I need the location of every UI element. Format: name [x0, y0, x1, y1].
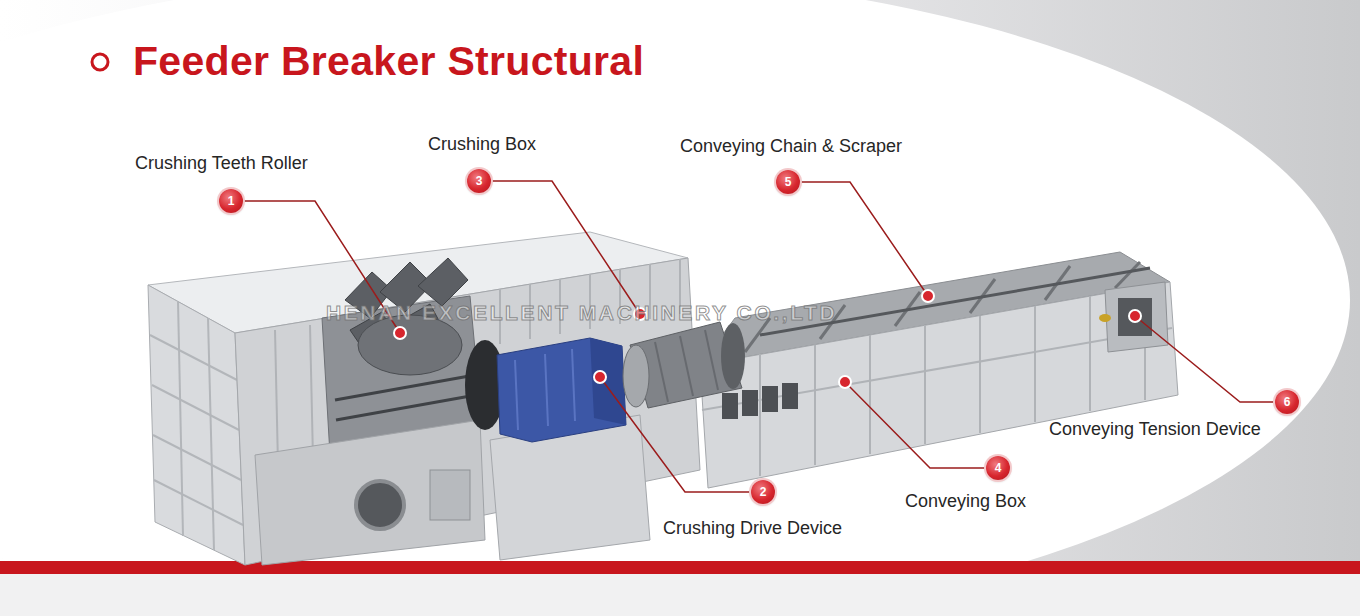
callout-badge: 2 — [751, 480, 775, 504]
callout-number: 5 — [785, 176, 792, 188]
callout-number: 3 — [476, 175, 483, 187]
callout-number: 1 — [228, 195, 235, 207]
callout-badge: 3 — [467, 169, 491, 193]
callout-badge: 4 — [986, 456, 1010, 480]
callout-badge: 5 — [776, 170, 800, 194]
title-bullet — [92, 54, 108, 70]
bottom-band — [0, 561, 1360, 574]
part-name: Conveying Box — [905, 491, 1026, 512]
part-name: Conveying Tension Device — [1049, 419, 1261, 440]
bottom-strip — [0, 574, 1360, 616]
callout-number: 6 — [1284, 396, 1291, 408]
feeder-breaker-illustration — [148, 232, 1178, 565]
callout-badge: 1 — [219, 189, 243, 213]
diagram-title: Feeder Breaker Structural — [133, 38, 644, 85]
callout-number: 4 — [995, 462, 1002, 474]
part-name: Crushing Box — [428, 134, 536, 155]
watermark: HENAN EXCELLENT MACHINERY CO.,LTD — [326, 301, 837, 325]
part-name: Crushing Drive Device — [663, 518, 842, 539]
leader-lines — [243, 181, 1275, 492]
callout-number: 2 — [760, 486, 767, 498]
callout-badge: 6 — [1275, 390, 1299, 414]
part-name: Crushing Teeth Roller — [135, 153, 308, 174]
part-name: Conveying Chain & Scraper — [680, 136, 902, 157]
